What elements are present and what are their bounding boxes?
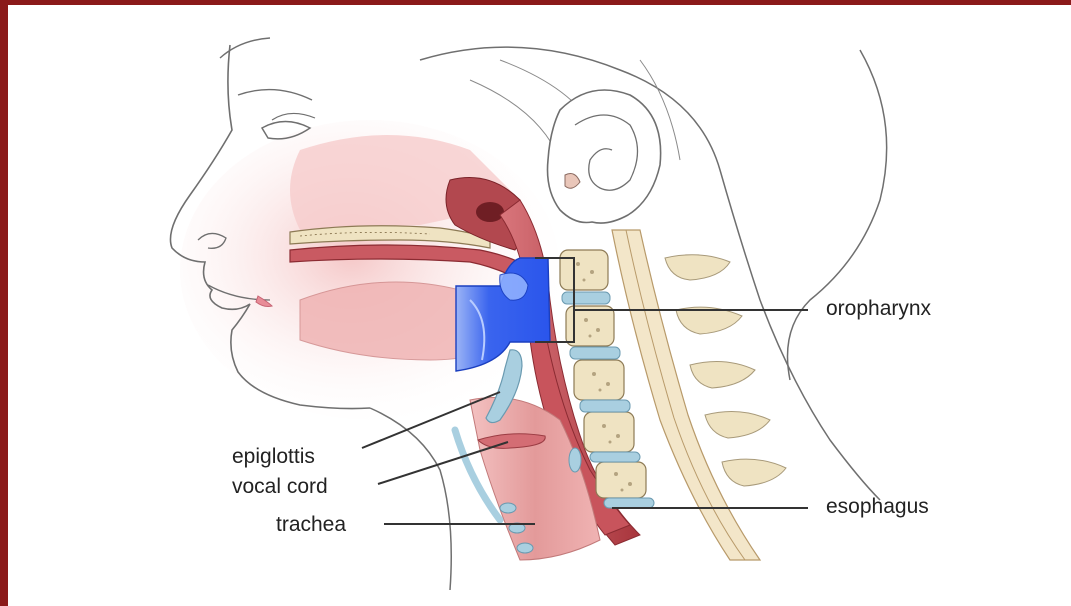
intervertebral-disc: [580, 400, 630, 412]
vertebra: [560, 250, 608, 290]
skull-outline: [788, 50, 887, 380]
vertebra: [596, 462, 646, 498]
esophagus-label: esophagus: [826, 496, 929, 517]
intervertebral-disc: [562, 292, 610, 304]
vertebra: [574, 360, 624, 400]
eyelid: [272, 113, 315, 120]
neck-front-outline: [370, 408, 451, 590]
intervertebral-disc: [590, 452, 640, 462]
vocal-cord-label: vocal cord: [232, 476, 328, 497]
adenoid: [476, 202, 504, 222]
ear: [548, 90, 661, 223]
vertebra: [584, 412, 634, 452]
intervertebral-disc: [570, 347, 620, 359]
intervertebral-disc: [604, 498, 654, 508]
eyebrow: [238, 90, 312, 100]
forehead-line: [220, 38, 270, 58]
trachea-label: trachea: [276, 514, 346, 535]
oropharynx-label: oropharynx: [826, 298, 931, 319]
epiglottis-label: epiglottis: [232, 446, 315, 467]
